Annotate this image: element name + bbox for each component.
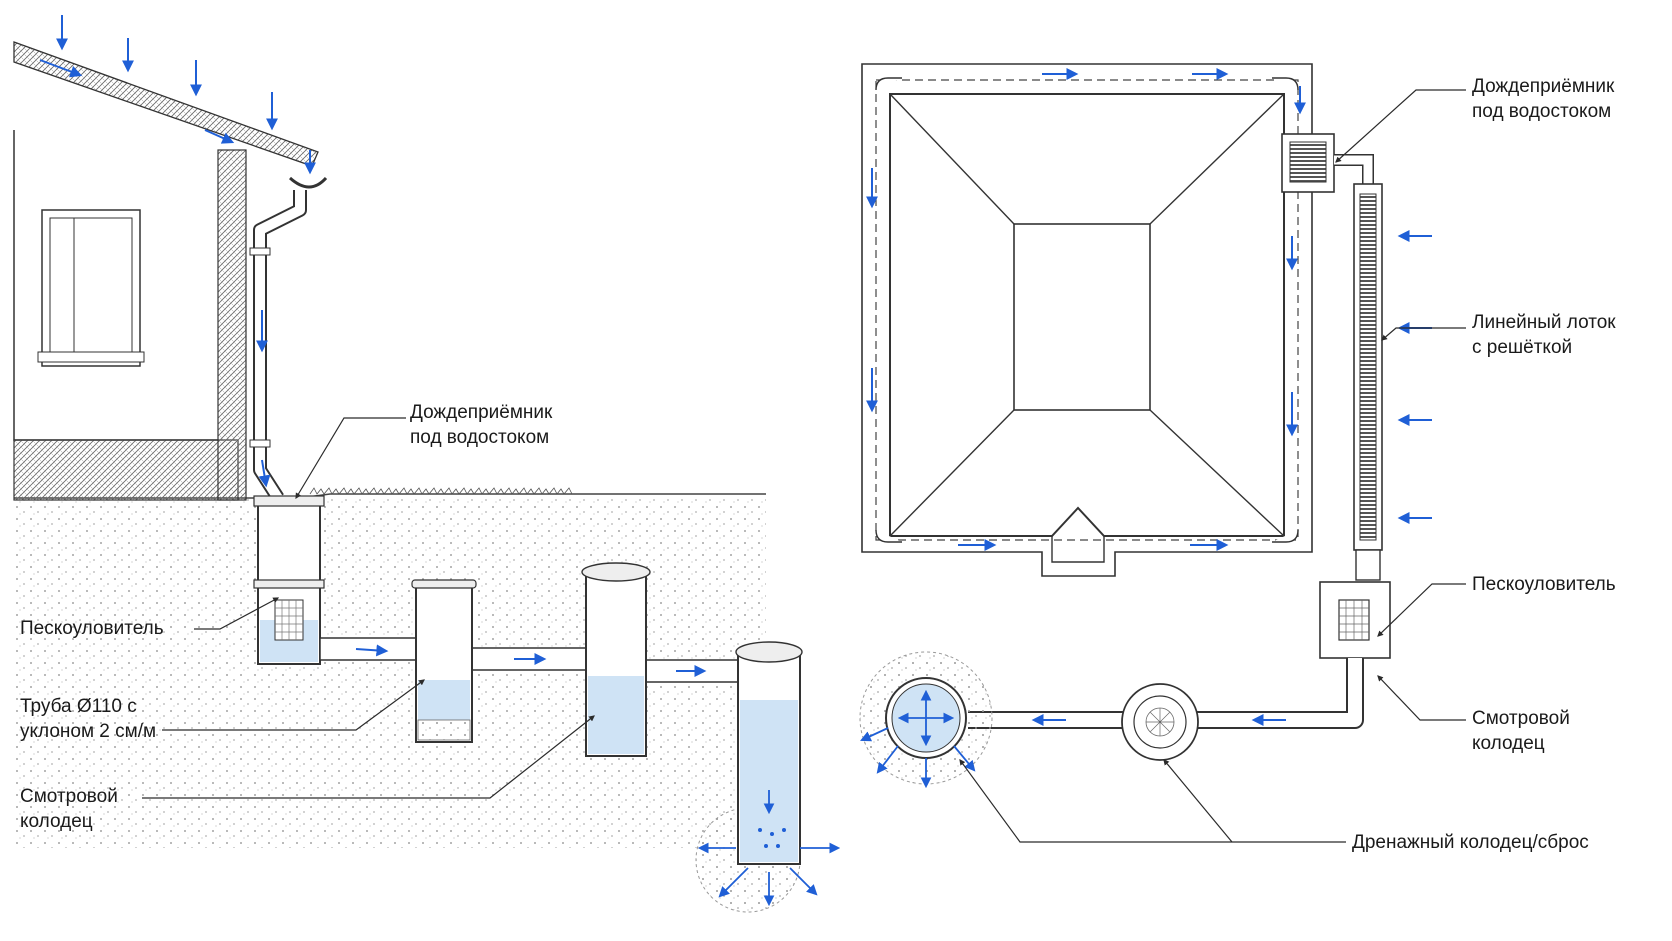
- sand-trap-plan: [1319, 581, 1391, 659]
- linear-channel: [1353, 183, 1383, 581]
- label-inspection-well-right: Смотровой колодец: [1472, 706, 1570, 756]
- left-section: [13, 15, 841, 913]
- inspection-well-2: [581, 562, 651, 757]
- pipe-flow-arrows: [355, 644, 707, 677]
- rain-inlet-box: [1281, 133, 1374, 193]
- label-linear-channel-line1: Линейный лоток: [1472, 312, 1616, 333]
- label-rain-inlet-left: Дождеприёмник под водостоком: [410, 400, 552, 450]
- label-linear-channel-line2: с решёткой: [1472, 337, 1573, 358]
- sand-trap: [253, 495, 325, 665]
- label-pipe-line1: Труба Ø110 с: [20, 696, 137, 717]
- label-rain-inlet-right: Дождеприёмник под водостоком: [1472, 74, 1614, 124]
- right-section: [859, 63, 1466, 843]
- gutter: [288, 176, 328, 189]
- label-drainage-well: Дренажный колодец/сброс: [1352, 832, 1589, 853]
- window: [41, 209, 141, 367]
- grass: [309, 487, 573, 495]
- roof-flow-arrows: [866, 68, 1306, 551]
- channel-inflow-arrows: [1397, 230, 1432, 524]
- leaders-right: [959, 89, 1466, 843]
- label-inspection-well-right-line1: Смотровой: [1472, 708, 1570, 729]
- label-inspection-well-left-line1: Смотровой: [20, 786, 118, 807]
- house-foundation: [13, 439, 239, 501]
- label-rain-inlet-right-line1: Дождеприёмник: [1472, 76, 1615, 97]
- inspection-well-1: [411, 579, 477, 743]
- label-inspection-well-left: Смотровой колодец: [20, 784, 118, 834]
- label-rain-inlet-left-line2: под водостоком: [410, 427, 550, 448]
- label-linear-channel: Линейный лоток с решёткой: [1472, 310, 1616, 360]
- label-sand-trap-right: Пескоуловитель: [1472, 574, 1616, 595]
- house: [13, 41, 328, 502]
- inspection-well-plan: [1121, 683, 1199, 761]
- label-inspection-well-left-line2: колодец: [20, 811, 93, 832]
- label-rain-inlet-left-line1: Дождеприёмник: [410, 402, 553, 423]
- pipe-route: [968, 658, 1364, 729]
- label-sand-trap-left: Пескоуловитель: [20, 618, 164, 639]
- perimeter-gutter: [875, 79, 1299, 541]
- drainage-well-left: [695, 641, 841, 913]
- downpipe: [253, 190, 307, 502]
- label-rain-inlet-right-line2: под водостоком: [1472, 101, 1612, 122]
- drainage-well-plan: [859, 651, 993, 789]
- label-pipe-line2: уклоном 2 см/м: [20, 721, 157, 742]
- label-pipe: Труба Ø110 с уклоном 2 см/м: [20, 694, 156, 744]
- leaders-left: [142, 417, 595, 799]
- wall-section: [217, 149, 247, 501]
- label-inspection-well-right-line2: колодец: [1472, 733, 1545, 754]
